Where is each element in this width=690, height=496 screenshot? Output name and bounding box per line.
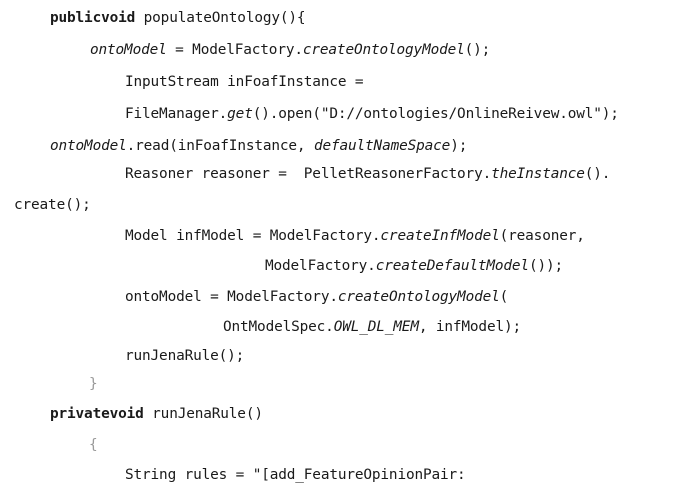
code-text: = ModelFactory. xyxy=(166,42,303,58)
code-identifier: theInstance xyxy=(491,166,585,182)
code-text: ModelFactory. xyxy=(265,258,376,274)
code-identifier: createOntologyModel xyxy=(302,42,465,58)
code-text: InputStream inFoafInstance = xyxy=(125,74,364,90)
code-keyword: privatevoid xyxy=(50,406,144,422)
code-line: { xyxy=(89,435,98,455)
code-line: ontoModel = ModelFactory.createOntologyM… xyxy=(90,40,490,60)
code-text: ()); xyxy=(528,258,564,274)
code-text: (). xyxy=(584,166,611,182)
code-text: Model infModel = ModelFactory. xyxy=(125,228,381,244)
code-line: } xyxy=(89,374,98,394)
code-text: (reasoner, xyxy=(499,228,585,244)
code-line: privatevoid runJenaRule() xyxy=(50,404,263,424)
code-line: String rules = "[add_FeatureOpinionPair: xyxy=(125,465,466,485)
code-identifier: OWL_DL_MEM xyxy=(333,319,419,335)
code-line: OntModelSpec.OWL_DL_MEM, infModel); xyxy=(223,317,521,337)
code-text: ().open("D://ontologies/OnlineReivew.owl… xyxy=(252,106,619,122)
code-line: FileManager.get().open("D://ontologies/O… xyxy=(125,104,619,124)
code-text: .read(inFoafInstance, xyxy=(126,138,314,154)
code-text: OntModelSpec. xyxy=(223,319,334,335)
code-line: ontoModel.read(inFoafInstance, defaultNa… xyxy=(50,136,467,156)
code-identifier: ontoModel xyxy=(50,138,127,154)
code-line: runJenaRule(); xyxy=(125,346,244,366)
code-line: Reasoner reasoner = PelletReasonerFactor… xyxy=(125,164,610,184)
code-text: populateOntology(){ xyxy=(135,10,306,26)
code-text: create(); xyxy=(14,197,91,213)
code-text: ); xyxy=(450,138,468,154)
code-line: create(); xyxy=(14,195,91,215)
code-line: publicvoid populateOntology(){ xyxy=(50,8,306,28)
code-line: ModelFactory.createDefaultModel()); xyxy=(265,256,563,276)
code-text: runJenaRule(); xyxy=(125,348,245,364)
code-identifier: get xyxy=(227,106,253,122)
code-text: runJenaRule() xyxy=(143,406,263,422)
code-text: , infModel); xyxy=(418,319,521,335)
code-text: ontoModel = ModelFactory. xyxy=(125,289,338,305)
code-identifier: createOntologyModel xyxy=(337,289,500,305)
code-identifier: ontoModel xyxy=(90,42,167,58)
code-brace: { xyxy=(89,437,98,453)
code-text: Reasoner reasoner = PelletReasonerFactor… xyxy=(125,166,492,182)
code-identifier: createInfModel xyxy=(380,228,500,244)
code-text: ( xyxy=(499,289,509,305)
code-line: InputStream inFoafInstance = xyxy=(125,72,364,92)
code-identifier: defaultNameSpace xyxy=(313,138,451,154)
code-line: Model infModel = ModelFactory.createInfM… xyxy=(125,226,585,246)
code-text: String rules = "[add_FeatureOpinionPair: xyxy=(125,467,466,483)
code-identifier: createDefaultModel xyxy=(375,258,529,274)
code-keyword: publicvoid xyxy=(50,10,136,26)
code-brace: } xyxy=(89,376,98,392)
code-line: ontoModel = ModelFactory.createOntologyM… xyxy=(125,287,508,307)
code-text: FileManager. xyxy=(125,106,228,122)
code-text: (); xyxy=(464,42,491,58)
